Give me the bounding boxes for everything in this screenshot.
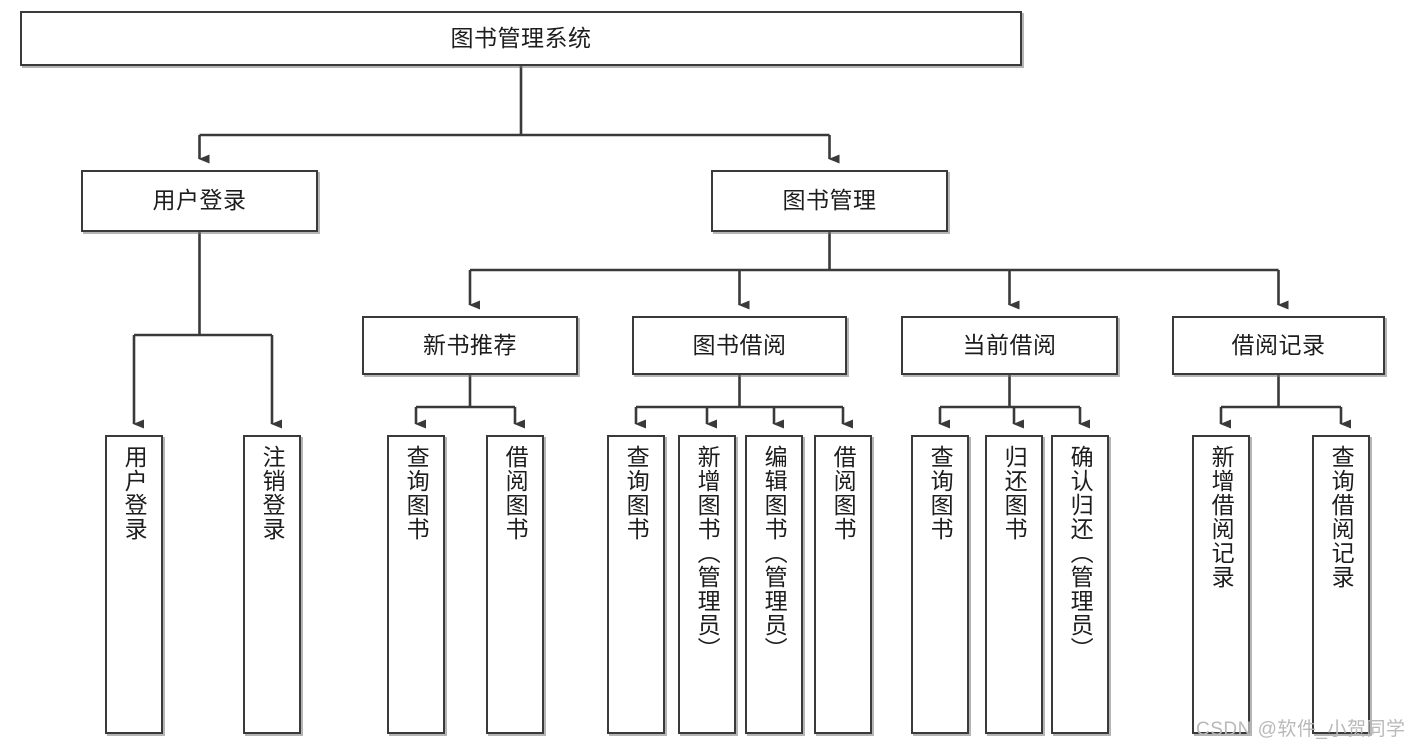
node-book-manage[interactable]: 图书管理 [711, 170, 948, 232]
node-label: 用户登录 [152, 187, 247, 214]
node-label: 查询图书 [623, 445, 650, 541]
node-label: 归还图书 [1001, 445, 1028, 541]
node-leaf-add-record[interactable]: 新增借阅记录 [1192, 435, 1250, 734]
node-label: 确认归还（管理员） [1067, 445, 1094, 661]
node-leaf-logout[interactable]: 注销登录 [243, 435, 301, 734]
node-label: 新书推荐 [423, 331, 517, 358]
edges [132, 66, 1351, 429]
node-book-borrow[interactable]: 图书借阅 [632, 316, 847, 375]
node-label: 查询借阅记录 [1328, 445, 1355, 589]
node-label: 借阅记录 [1231, 331, 1326, 358]
node-leaf-confirm-return[interactable]: 确认归还（管理员） [1051, 435, 1109, 734]
node-label: 借阅图书 [502, 445, 529, 541]
node-label: 图书借阅 [692, 331, 787, 358]
node-leaf-user-login[interactable]: 用户登录 [105, 435, 163, 734]
node-new-book-rec[interactable]: 新书推荐 [362, 316, 578, 375]
node-leaf-add-book[interactable]: 新增图书（管理员） [678, 435, 736, 734]
node-leaf-query-book-cur[interactable]: 查询图书 [911, 435, 969, 734]
node-label: 注销登录 [259, 445, 286, 541]
node-label: 当前借阅 [962, 331, 1057, 358]
node-label: 查询图书 [403, 445, 430, 541]
node-leaf-query-record[interactable]: 查询借阅记录 [1312, 435, 1370, 734]
node-leaf-return-book[interactable]: 归还图书 [985, 435, 1043, 734]
node-label: 编辑图书（管理员） [761, 445, 788, 661]
node-label: 图书管理 [782, 187, 877, 214]
node-current-borrow[interactable]: 当前借阅 [901, 316, 1118, 375]
node-label: 查询图书 [927, 445, 954, 541]
node-label: 新增图书（管理员） [694, 445, 721, 661]
node-borrow-record[interactable]: 借阅记录 [1172, 316, 1385, 375]
node-leaf-borrow-book[interactable]: 借阅图书 [814, 435, 872, 734]
node-leaf-borrow-book-rec[interactable]: 借阅图书 [486, 435, 544, 734]
node-leaf-edit-book[interactable]: 编辑图书（管理员） [745, 435, 803, 734]
node-user-login[interactable]: 用户登录 [81, 170, 318, 232]
node-root[interactable]: 图书管理系统 [20, 11, 1022, 66]
node-leaf-query-book-borrow[interactable]: 查询图书 [607, 435, 665, 734]
node-label: 新增借阅记录 [1208, 445, 1235, 589]
node-label: 用户登录 [121, 445, 148, 541]
node-leaf-query-book-rec[interactable]: 查询图书 [387, 435, 445, 734]
node-label: 借阅图书 [830, 445, 857, 541]
node-label: 图书管理系统 [450, 24, 592, 51]
